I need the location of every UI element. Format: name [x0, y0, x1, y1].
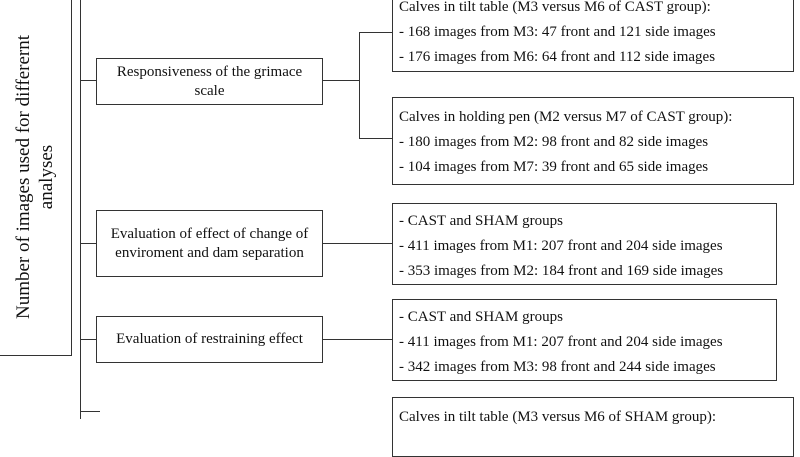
category-box-responsiveness: Responsiveness of the grimace scale	[96, 58, 323, 105]
category-box-environment: Evaluation of effect of change of enviro…	[96, 210, 323, 277]
branch-line-4	[80, 411, 100, 412]
group-box-tilt-table-sham: Calves in tilt table (M3 versus M6 of SH…	[392, 397, 794, 457]
group-box-holding-pen: Calves in holding pen (M2 versus M7 of C…	[392, 97, 794, 185]
group-box-tilt-table-cast: Calves in tilt table (M3 versus M6 of CA…	[392, 0, 794, 72]
group-box-env-cast-sham: - CAST and SHAM groups - 411 images from…	[392, 203, 777, 285]
branch-line-3	[80, 339, 96, 340]
connector-h-1	[323, 80, 360, 81]
group-box-restraining-cast-sham: - CAST and SHAM groups - 411 images from…	[392, 299, 777, 381]
branch-line-2	[80, 243, 96, 244]
root-box: Number of images used for differernt ana…	[0, 0, 72, 356]
connector-stub-1b	[359, 138, 392, 139]
connector-stub-1a	[359, 32, 392, 33]
category-box-restraining: Evaluation of restraining effect	[96, 316, 323, 363]
connector-h-3	[323, 339, 392, 340]
connector-h-2	[323, 243, 392, 244]
root-title: Number of images used for differernt ana…	[13, 34, 57, 320]
trunk-line	[80, 0, 81, 419]
connector-v-1	[359, 32, 360, 138]
branch-line-1	[80, 80, 96, 81]
